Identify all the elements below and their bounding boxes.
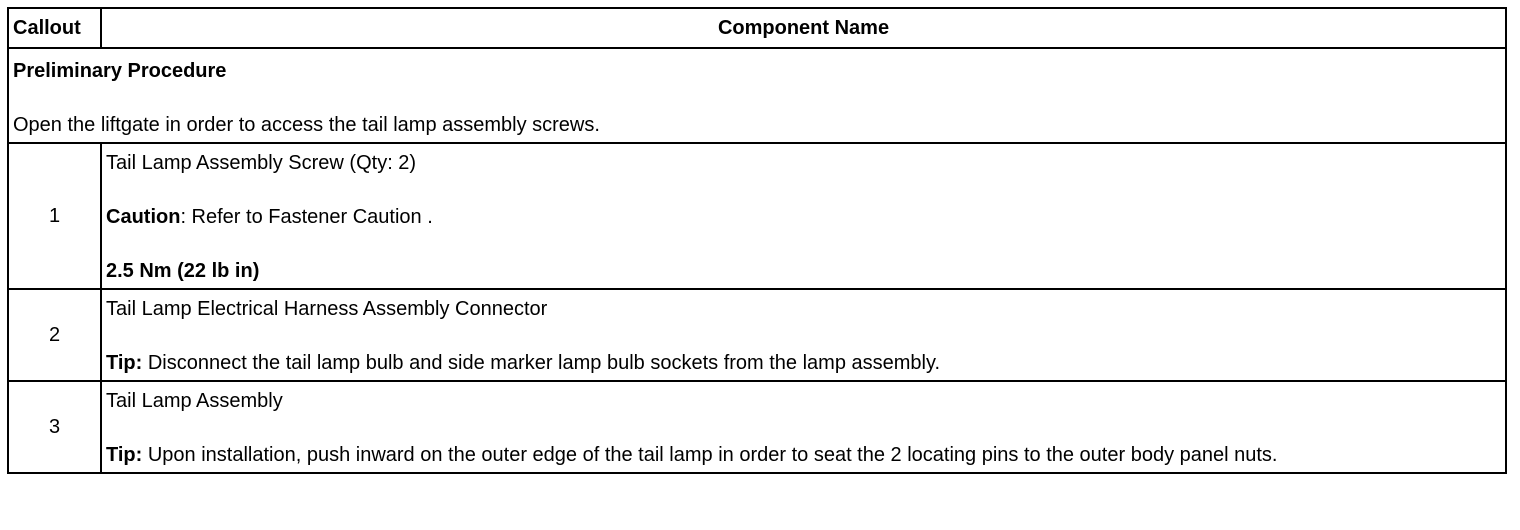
component-cell: Tail Lamp Assembly Screw (Qty: 2) Cautio…: [100, 142, 1507, 290]
component-name-column-header: Component Name: [100, 7, 1507, 49]
component-name: Tail Lamp Electrical Harness Assembly Co…: [106, 298, 548, 320]
torque-spec: 2.5 Nm (22 lb in): [106, 260, 260, 282]
tip-label: Tip:: [106, 352, 143, 374]
caution-note: Caution: Refer to Fastener Caution .: [106, 204, 1501, 231]
component-cell: Tail Lamp Assembly Tip: Upon installatio…: [100, 380, 1507, 474]
tip-text: Upon installation, push inward on the ou…: [142, 444, 1278, 466]
procedure-table: Callout Component Name Preliminary Proce…: [7, 7, 1507, 474]
tip-note: Tip: Upon installation, push inward on t…: [106, 442, 1501, 469]
tip-label: Tip:: [106, 444, 143, 466]
preliminary-procedure-row: Preliminary Procedure Open the liftgate …: [7, 47, 1507, 144]
tip-text: Disconnect the tail lamp bulb and side m…: [142, 352, 941, 374]
caution-label: Caution: [106, 206, 181, 228]
preliminary-procedure-text: Open the liftgate in order to access the…: [13, 114, 600, 136]
component-cell: Tail Lamp Electrical Harness Assembly Co…: [100, 288, 1507, 382]
table-row: 1 Tail Lamp Assembly Screw (Qty: 2) Caut…: [7, 142, 1507, 290]
table-row: 2 Tail Lamp Electrical Harness Assembly …: [7, 288, 1507, 382]
preliminary-procedure-cell: Preliminary Procedure Open the liftgate …: [7, 47, 1507, 144]
caution-text: : Refer to Fastener Caution .: [180, 206, 433, 228]
callout-number: 1: [7, 142, 102, 290]
component-name: Tail Lamp Assembly: [106, 390, 283, 412]
callout-column-header: Callout: [7, 7, 102, 49]
preliminary-procedure-title: Preliminary Procedure: [13, 60, 227, 82]
table-header-row: Callout Component Name: [7, 7, 1507, 49]
callout-number: 2: [7, 288, 102, 382]
component-name: Tail Lamp Assembly Screw (Qty: 2): [106, 152, 417, 174]
tip-note: Tip: Disconnect the tail lamp bulb and s…: [106, 350, 1501, 377]
callout-number: 3: [7, 380, 102, 474]
table-row: 3 Tail Lamp Assembly Tip: Upon installat…: [7, 380, 1507, 474]
